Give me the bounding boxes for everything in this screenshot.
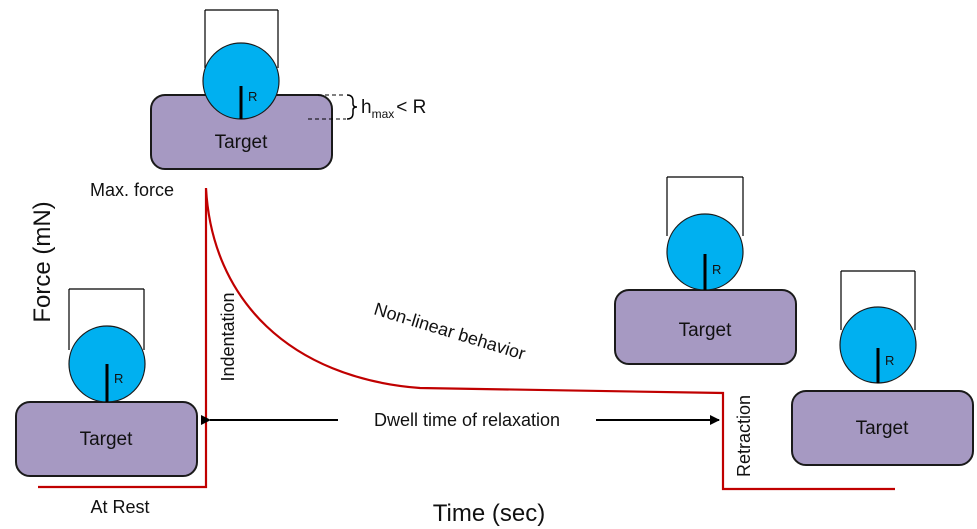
radius-label: R xyxy=(248,89,257,104)
at-rest-label: At Rest xyxy=(90,497,149,517)
target-label: Target xyxy=(215,132,269,153)
setup-retraction: R Target xyxy=(614,176,797,365)
setup-separated: R Target xyxy=(791,270,974,466)
depth-note: hmax< R xyxy=(361,97,426,121)
x-axis-label: Time (sec) xyxy=(433,500,545,527)
indenter-holder xyxy=(840,270,916,330)
target-block xyxy=(791,390,974,466)
y-axis-label: Force (mN) xyxy=(29,201,56,322)
nonlinear-label: Non-linear behavior xyxy=(372,299,528,364)
radius-label: R xyxy=(114,371,123,386)
target-label: Target xyxy=(679,320,733,341)
retraction-label: Retraction xyxy=(734,395,754,477)
indentation-label: Indentation xyxy=(218,292,238,381)
target-label: Target xyxy=(80,429,134,450)
depth-brace xyxy=(346,94,358,120)
indenter-holder xyxy=(204,9,279,68)
setup-at-rest: R Target xyxy=(15,288,198,477)
radius-label: R xyxy=(885,353,894,368)
target-label: Target xyxy=(856,418,910,439)
radius-label: R xyxy=(712,262,721,277)
setup-max-force: R Target hmax< R xyxy=(150,9,426,170)
dwell-label: Dwell time of relaxation xyxy=(374,410,560,430)
max-force-label: Max. force xyxy=(90,180,174,200)
indenter-holder xyxy=(666,176,744,236)
indenter-holder xyxy=(68,288,145,350)
force-curve xyxy=(38,187,895,491)
